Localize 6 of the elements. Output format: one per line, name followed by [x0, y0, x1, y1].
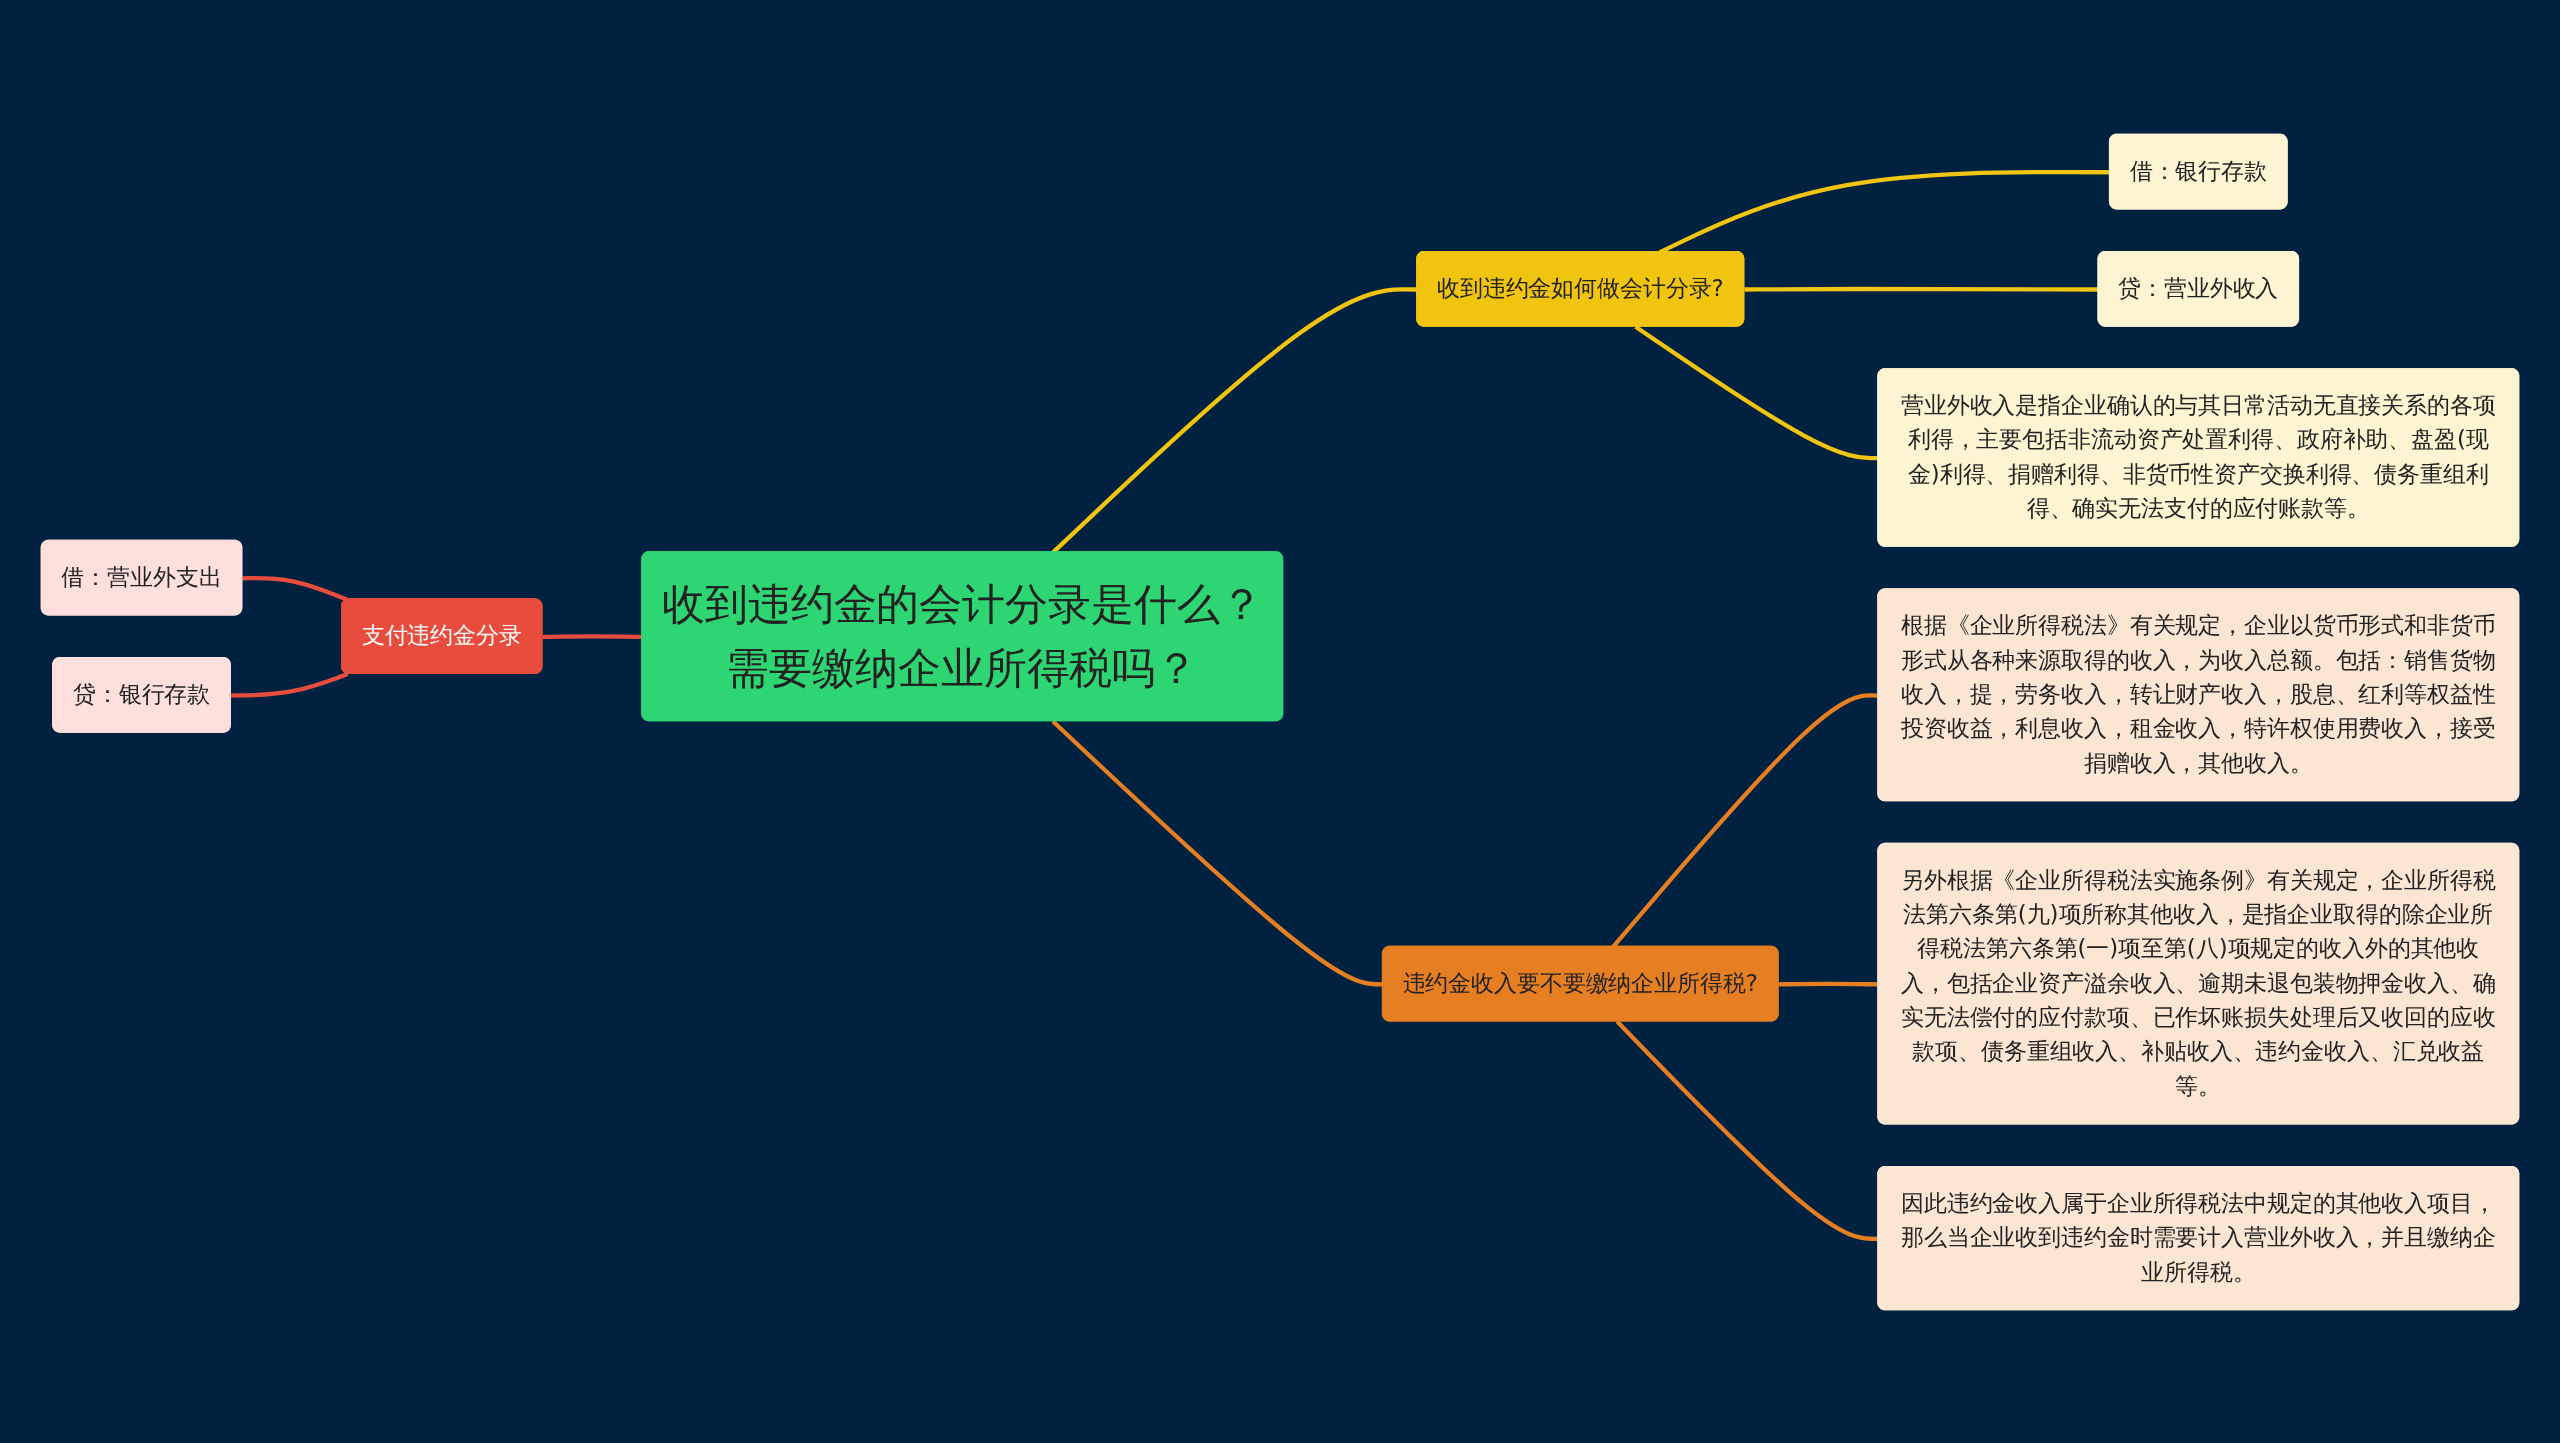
connector — [1778, 981, 1879, 986]
connector — [1744, 286, 2099, 292]
connector — [1615, 1019, 1879, 1241]
connector — [1634, 324, 1879, 460]
connector — [230, 671, 349, 698]
connector — [242, 575, 349, 602]
